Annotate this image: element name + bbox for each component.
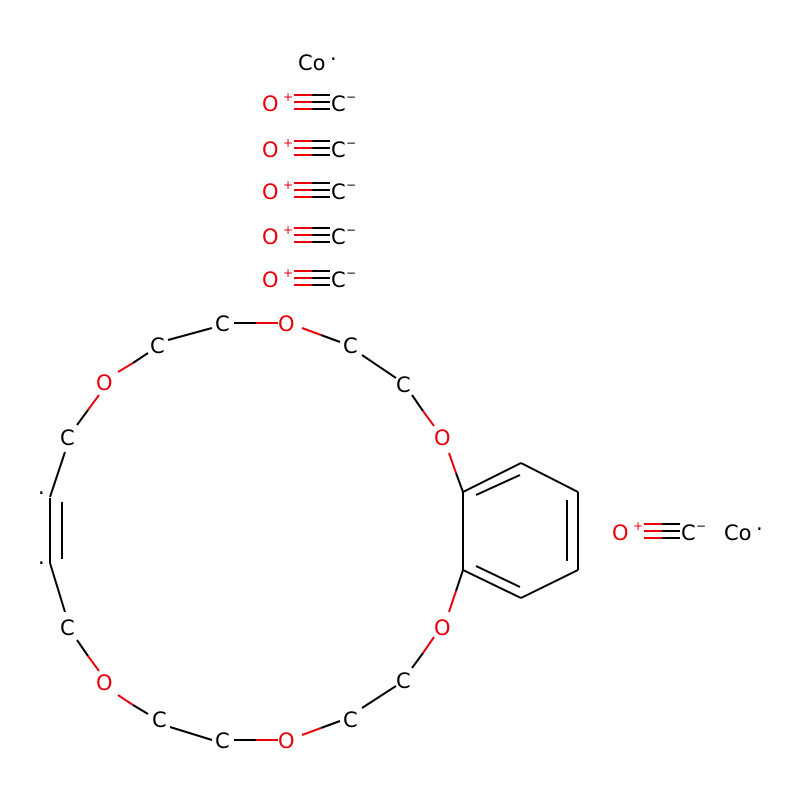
carbonyl-3: O + C − [262, 178, 356, 204]
bond-o-c [87, 394, 100, 411]
bond-c-o [76, 639, 89, 657]
bond-c-c [49, 451, 66, 498]
carbonyl-carbon: C [331, 180, 346, 204]
atom-carbon: C [215, 312, 230, 336]
benzene-bond [462, 569, 522, 599]
benzene-bond [520, 569, 579, 599]
bond-c-o [132, 352, 149, 364]
cobalt-radical: · [330, 47, 337, 71]
bond-o-c [301, 727, 322, 736]
bond-c-o [422, 410, 435, 427]
bond-c-o [422, 636, 435, 654]
benzene-bond [462, 462, 522, 493]
carbonyl-carbon: C [331, 92, 346, 116]
carbonyl-4: O + C − [262, 223, 356, 249]
atom-oxygen: O [96, 371, 113, 395]
atom-carbon: C [152, 708, 167, 732]
bond-o-ar [448, 590, 457, 613]
bond-o-c [132, 704, 149, 715]
atom-carbon: C [343, 708, 358, 732]
carbonyl-oxygen-charge: + [283, 266, 293, 280]
atom-carbon: C [60, 616, 75, 640]
benzene-double-bond [475, 474, 521, 496]
carbonyl-carbon: C [681, 521, 696, 545]
carbonyl-carbon-charge: − [346, 223, 356, 237]
bond-c-o [411, 652, 424, 669]
alkyne-radical: · [38, 481, 45, 505]
carbonyl-oxygen-charge: + [283, 223, 293, 237]
bond-o-c [117, 694, 134, 706]
carbonyl-1: O + C − [262, 90, 356, 116]
carbonyl-oxygen: O [262, 225, 279, 249]
carbonyl-carbon-charge: − [696, 519, 706, 533]
bond-o-c [320, 334, 341, 343]
benzene-bond [520, 462, 579, 493]
atom-oxygen: O [434, 616, 451, 640]
carbonyl-oxygen-charge: + [283, 90, 293, 104]
bond-o-c [76, 409, 89, 426]
cobalt-radical: · [756, 517, 763, 541]
carbonyl-oxygen: O [262, 92, 279, 116]
bond-c-o [117, 362, 134, 373]
atom-carbon: C [150, 334, 165, 358]
bond-o-ar [455, 569, 464, 592]
cobalt-symbol: Co [724, 521, 752, 545]
bond-o-c [301, 327, 322, 336]
bond-c-c [167, 327, 213, 341]
macrocycle-atoms: C O C C O C C O · · C O O C C C C O [38, 312, 451, 753]
bond-c-c [169, 726, 213, 741]
macrocycle-bonds [49, 322, 464, 741]
atom-carbon: C [60, 426, 75, 450]
carbonyl-oxygen-charge: + [283, 178, 293, 192]
bond-o-ar [455, 472, 464, 493]
carbonyl-6: O + C − [612, 519, 706, 545]
carbonyl-5: O + C − [262, 266, 356, 292]
atom-carbon: C [215, 729, 230, 753]
bond-o-c [320, 720, 341, 729]
carbonyl-carbon-charge: − [346, 90, 356, 104]
atom-carbon: C [343, 334, 358, 358]
carbonyl-oxygen: O [262, 180, 279, 204]
carbonyl-carbon: C [331, 268, 346, 292]
carbonyl-oxygen: O [612, 521, 629, 545]
bond-o-ar [448, 452, 457, 474]
carbonyl-carbon-charge: − [346, 178, 356, 192]
atom-oxygen: O [278, 729, 295, 753]
carbonyl-carbon-charge: − [346, 266, 356, 280]
atom-oxygen: O [96, 671, 113, 695]
benzene-ring [462, 462, 579, 599]
benzene-double-bond [475, 565, 521, 588]
carbonyl-oxygen-charge: + [283, 136, 293, 150]
cobalt-atom-right: Co · [724, 517, 763, 545]
carbonyl-carbon-charge: − [346, 136, 356, 150]
bond-c-c [361, 354, 397, 379]
bond-c-o [87, 655, 100, 672]
atom-carbon: C [396, 669, 411, 693]
bond-c-c [49, 562, 66, 613]
carbonyl-carbon: C [331, 225, 346, 249]
carbonyl-2: O + C − [262, 136, 356, 162]
carbonyl-oxygen-charge: + [633, 519, 643, 533]
atom-oxygen: O [434, 426, 451, 450]
cobalt-atom-top: Co · [298, 47, 337, 75]
atom-carbon: C [396, 373, 411, 397]
bond-c-c [361, 685, 397, 709]
carbonyl-carbon: C [331, 138, 346, 162]
atom-oxygen: O [278, 312, 295, 336]
carbonyl-oxygen: O [262, 138, 279, 162]
alkyne-radical: · [38, 551, 45, 575]
carbonyl-oxygen: O [262, 268, 279, 292]
bond-c-o [411, 394, 424, 412]
cobalt-symbol: Co [298, 51, 326, 75]
